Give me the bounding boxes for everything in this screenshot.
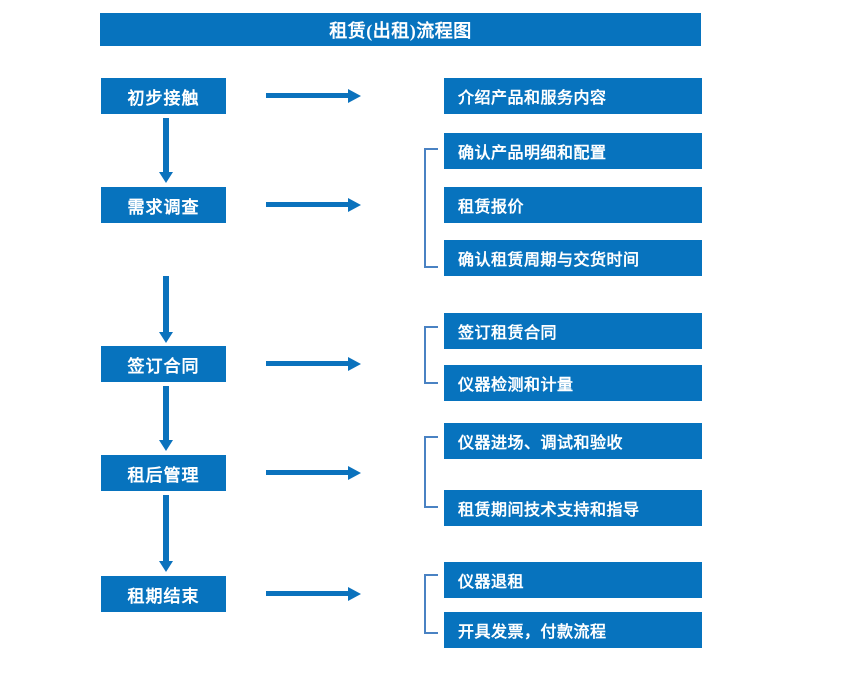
detail-arrow-4 [266,465,361,481]
detail-box-4[interactable]: 确认租赁周期与交货时间 [444,240,702,276]
detail-box-9[interactable]: 仪器退租 [444,562,702,598]
arrow-shaft [163,386,169,441]
detail-box-1[interactable]: 介绍产品和服务内容 [444,78,702,114]
arrow-head [159,172,173,183]
stage-box-5[interactable]: 租期结束 [101,576,226,612]
detail-arrow-2 [266,197,361,213]
detail-arrow-3 [266,356,361,372]
arrow-head [159,332,173,343]
stage-box-2[interactable]: 需求调查 [101,187,226,223]
page-title: 租赁(出租)流程图 [100,13,701,46]
stage-connector-arrow-1-2 [159,118,173,184]
arrow-head [159,440,173,451]
detail-arrow-5 [266,586,361,602]
arrow-shaft [266,470,350,475]
arrow-shaft [163,276,169,333]
arrow-shaft [266,202,350,207]
detail-box-2[interactable]: 确认产品明细和配置 [444,133,702,169]
detail-box-8[interactable]: 租赁期间技术支持和指导 [444,490,702,526]
detail-box-3[interactable]: 租赁报价 [444,187,702,223]
stage-connector-arrow-2-3 [159,276,173,344]
detail-box-7[interactable]: 仪器进场、调试和验收 [444,423,702,459]
arrow-shaft [266,93,350,98]
arrow-shaft [266,361,350,366]
stage-connector-arrow-3-4 [159,386,173,452]
detail-group-bracket-4 [424,436,438,508]
arrow-shaft [266,591,350,596]
detail-box-10[interactable]: 开具发票，付款流程 [444,612,702,648]
arrow-shaft [163,495,169,562]
stage-box-4[interactable]: 租后管理 [101,455,226,491]
detail-arrow-1 [266,88,361,104]
detail-group-bracket-2 [424,148,438,268]
arrow-head [159,561,173,572]
arrow-head [348,466,361,480]
arrow-head [348,198,361,212]
arrow-head [348,587,361,601]
arrow-head [348,89,361,103]
arrow-shaft [163,118,169,173]
detail-group-bracket-3 [424,326,438,384]
stage-box-1[interactable]: 初步接触 [101,78,226,114]
stage-box-3[interactable]: 签订合同 [101,346,226,382]
arrow-head [348,357,361,371]
detail-box-6[interactable]: 仪器检测和计量 [444,365,702,401]
detail-box-5[interactable]: 签订租赁合同 [444,313,702,349]
detail-group-bracket-5 [424,574,438,634]
stage-connector-arrow-4-5 [159,495,173,573]
